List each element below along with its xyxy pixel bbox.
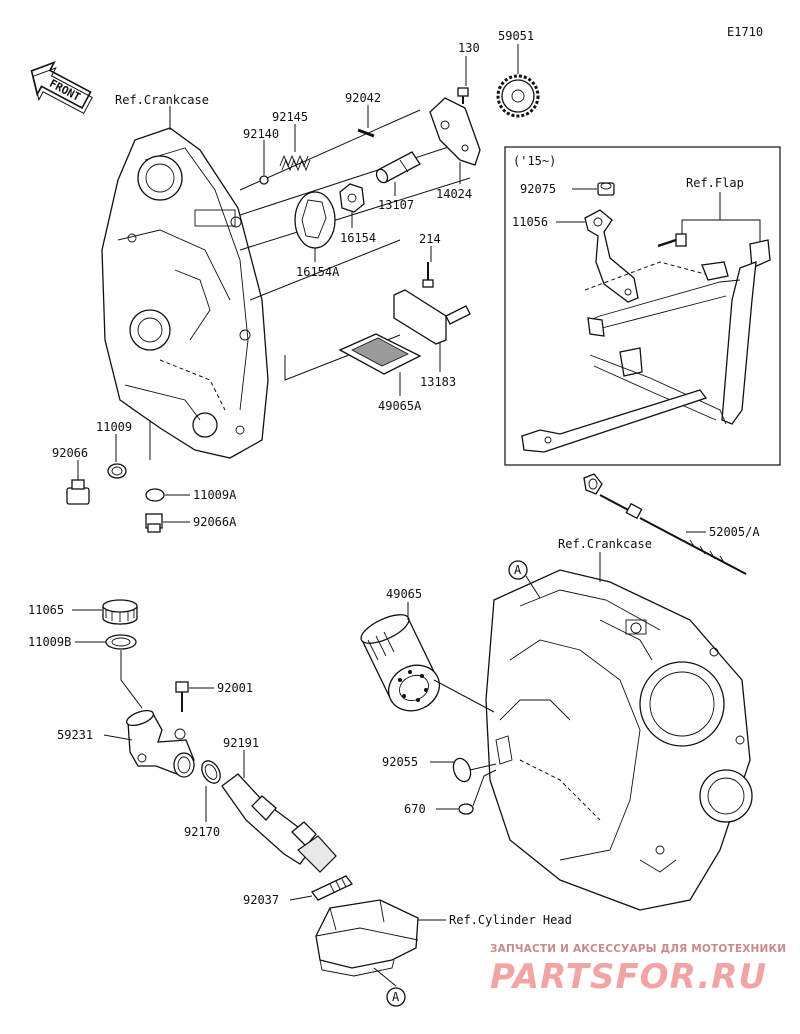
part-label-14024: 14024 [436,187,472,201]
part-label-92055: 92055 [382,755,418,769]
bolt-130-illustration [457,87,469,104]
spring-92145-illustration [279,154,311,172]
part-label-670: 670 [404,802,426,816]
pin-92042-illustration [357,128,375,138]
part-label-16154A: 16154A [296,265,340,279]
part-label-13183: 13183 [420,375,456,389]
inset-year-label: ('15~) [513,154,556,168]
callout-a-top-label: A [514,563,522,577]
oring-670-illustration [458,803,474,815]
part-label-11009: 11009 [96,420,132,434]
screen-49065A-illustration [338,333,422,375]
part-label-92145: 92145 [272,110,308,124]
part-label-214: 214 [419,232,441,246]
part-label-11056: 11056 [512,215,548,229]
ref-crankcase-top-label: Ref.Crankcase [115,93,209,107]
bolt-92001-illustration [175,681,189,712]
part-label-92037: 92037 [243,893,279,907]
part-label-92170: 92170 [184,825,220,839]
flap-assembly-illustration [521,239,771,453]
filler-neck-59231-illustration [126,709,195,778]
watermark-subtitle: ЗАПЧАСТИ И АКСЕССУАРЫ ДЛЯ МОТОТЕХНИКИ [490,943,786,955]
cover-14024-illustration [429,97,481,166]
gasket-11009-illustration [107,463,127,479]
part-label-92066A: 92066A [193,515,237,529]
gear-59051-illustration [496,74,540,118]
screw-214-illustration [422,262,434,288]
nut-92075-illustration [597,182,615,196]
part-label-92140: 92140 [243,127,279,141]
bracket-11056-illustration [584,209,639,303]
gasket-11009B-illustration [105,634,137,650]
watermark-brand: PARTSFOR.RU [490,957,767,997]
plug-92066A-illustration [145,513,163,533]
shaft-13107-illustration [375,151,421,184]
part-label-130: 130 [458,41,480,55]
bolt-flap-illustration [657,233,687,248]
rotor-16154A-illustration [294,191,336,249]
ref-flap-label: Ref.Flap [686,176,744,190]
oil-filter-49065-illustration [360,614,440,712]
diagram-code: E1710 [727,25,763,39]
gasket-11009A-illustration [145,488,165,502]
part-label-11065: 11065 [28,603,64,617]
cap-11065-illustration [102,599,138,625]
crankcase-lower-illustration [485,569,753,911]
part-label-49065: 49065 [386,587,422,601]
part-label-52005A: 52005/A [709,525,760,539]
oring-92055-illustration [452,757,472,783]
part-label-92191: 92191 [223,736,259,750]
cylinder-head-ref-illustration [315,899,419,977]
clip-92037-illustration [311,875,353,901]
part-label-13107: 13107 [378,198,414,212]
callout-a-bottom [386,987,406,1007]
ref-crankcase-bottom-label: Ref.Crankcase [558,537,652,551]
part-label-59051: 59051 [498,29,534,43]
front-arrow-icon: FRONT [30,61,93,115]
ball-92140-illustration [259,175,269,185]
part-label-16154: 16154 [340,231,376,245]
dipstick-52005A-illustration [583,473,747,575]
plate-13183-illustration [393,289,471,345]
rotor-16154-illustration [339,183,365,213]
part-label-11009B: 11009B [28,635,71,649]
part-label-59231: 59231 [57,728,93,742]
part-label-92001: 92001 [217,681,253,695]
part-label-49065A: 49065A [378,399,422,413]
plug-92066-illustration [66,479,90,505]
part-label-92042: 92042 [345,91,381,105]
crankcase-upper-illustration [101,127,269,459]
inset-frame [504,146,781,466]
part-label-92075: 92075 [520,182,556,196]
callout-a-top [508,560,528,580]
callout-a-bottom-label: A [392,990,400,1004]
part-label-11009A: 11009A [193,488,237,502]
part-label-92066: 92066 [52,446,88,460]
clamp-92170-illustration [201,760,221,784]
ref-cylinder-head-label: Ref.Cylinder Head [449,913,572,927]
hose-92191-illustration [221,773,337,873]
